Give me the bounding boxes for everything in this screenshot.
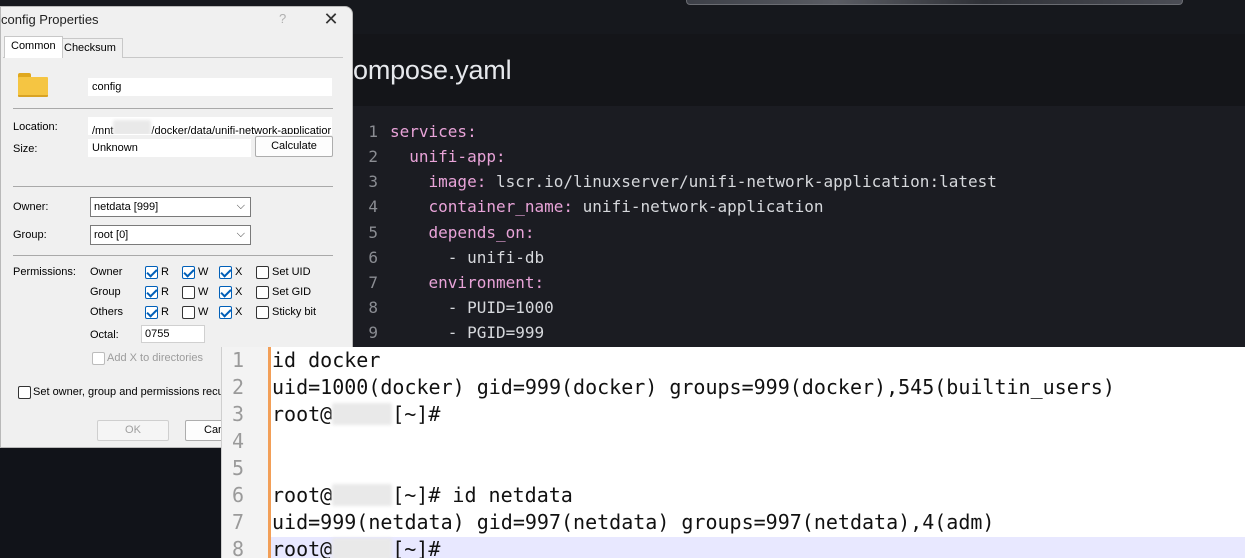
redacted-text <box>113 120 152 134</box>
others-write-checkbox[interactable] <box>182 306 195 319</box>
checkbox-label: W <box>198 306 209 318</box>
group-write-checkbox[interactable] <box>182 286 195 299</box>
group-select[interactable]: root [0]⌵ <box>90 225 251 245</box>
name-field[interactable]: config <box>88 78 332 96</box>
group-read-checkbox[interactable] <box>145 286 158 299</box>
code-line: 9 - PGID=999 <box>368 323 545 342</box>
text-line: 4 <box>231 429 244 453</box>
others-read-checkbox[interactable] <box>145 306 158 319</box>
checkbox-label: X <box>235 306 243 318</box>
others-exec-checkbox[interactable] <box>219 306 232 319</box>
add-x-checkbox[interactable] <box>92 352 105 365</box>
redacted-text <box>332 538 393 558</box>
divider <box>13 108 333 109</box>
group-exec-checkbox[interactable] <box>219 286 232 299</box>
text-line: 5 <box>231 456 244 480</box>
octal-field[interactable]: 0755 <box>141 325 205 343</box>
group-label: Group: <box>13 229 47 241</box>
image-thumbnail <box>686 0 1183 5</box>
tab-common[interactable]: Common <box>4 36 63 58</box>
checkbox-label: Set GID <box>272 286 312 298</box>
line-number-gutter <box>222 347 268 558</box>
code-line: 7 environment: <box>368 273 545 292</box>
checkbox-label: R <box>161 286 169 298</box>
divider <box>13 186 333 187</box>
current-line-highlight <box>271 537 1245 558</box>
chevron-down-icon: ⌵ <box>236 200 245 212</box>
close-icon[interactable]: ✕ <box>323 9 339 29</box>
size-label: Size: <box>13 143 38 155</box>
dialog-title: config Properties <box>1 12 99 27</box>
checkbox-label: W <box>198 286 209 298</box>
code-line: 6 - unifi-db <box>368 248 545 267</box>
checkbox-label: R <box>161 306 169 318</box>
folder-icon <box>18 73 48 97</box>
perm-row-group: Group <box>90 286 121 298</box>
owner-select[interactable]: netdata [999]⌵ <box>90 197 251 217</box>
ok-button[interactable]: OK <box>97 420 169 441</box>
code-line: 2 unifi-app: <box>368 147 506 166</box>
perm-row-owner: Owner <box>90 266 123 278</box>
checkbox-label: Sticky bit <box>272 306 317 318</box>
divider <box>13 255 333 256</box>
checkbox-label: Set UID <box>272 266 311 278</box>
set-gid-checkbox[interactable] <box>256 286 269 299</box>
help-button[interactable]: ? <box>279 11 287 26</box>
tab-checksum[interactable]: Checksum <box>57 38 123 58</box>
redacted-text <box>332 484 393 506</box>
checkbox-label: Add X to directories <box>107 352 203 364</box>
set-uid-checkbox[interactable] <box>256 266 269 279</box>
permissions-label: Permissions: <box>13 266 76 278</box>
checkbox-label: Set owner, group and permissions recur <box>33 386 228 398</box>
recursive-checkbox[interactable] <box>18 386 31 399</box>
owner-exec-checkbox[interactable] <box>219 266 232 279</box>
sticky-bit-checkbox[interactable] <box>256 306 269 319</box>
owner-read-checkbox[interactable] <box>145 266 158 279</box>
file-title: ompose.yaml <box>353 55 512 85</box>
code-line: 4 container_name: unifi-network-applicat… <box>368 197 824 216</box>
location-label: Location: <box>13 121 58 133</box>
owner-write-checkbox[interactable] <box>182 266 195 279</box>
gutter-divider <box>268 347 271 558</box>
code-line: 5 depends_on: <box>368 223 535 242</box>
checkbox-label: W <box>198 266 209 278</box>
octal-label: Octal: <box>90 329 119 341</box>
calculate-button[interactable]: Calculate <box>255 136 333 157</box>
redacted-text <box>332 403 393 425</box>
perm-row-others: Others <box>90 306 124 318</box>
owner-label: Owner: <box>13 201 49 213</box>
location-field[interactable]: /mnt/docker/data/unifi-network-applicati… <box>88 117 332 135</box>
code-line: 3 image: lscr.io/linuxserver/unifi-netwo… <box>368 172 997 191</box>
code-line: 8 - PUID=1000 <box>368 298 554 317</box>
checkbox-label: R <box>161 266 169 278</box>
size-field: Unknown <box>88 139 251 157</box>
chevron-down-icon: ⌵ <box>236 228 245 240</box>
checkbox-label: X <box>235 266 243 278</box>
checkbox-label: X <box>235 286 243 298</box>
